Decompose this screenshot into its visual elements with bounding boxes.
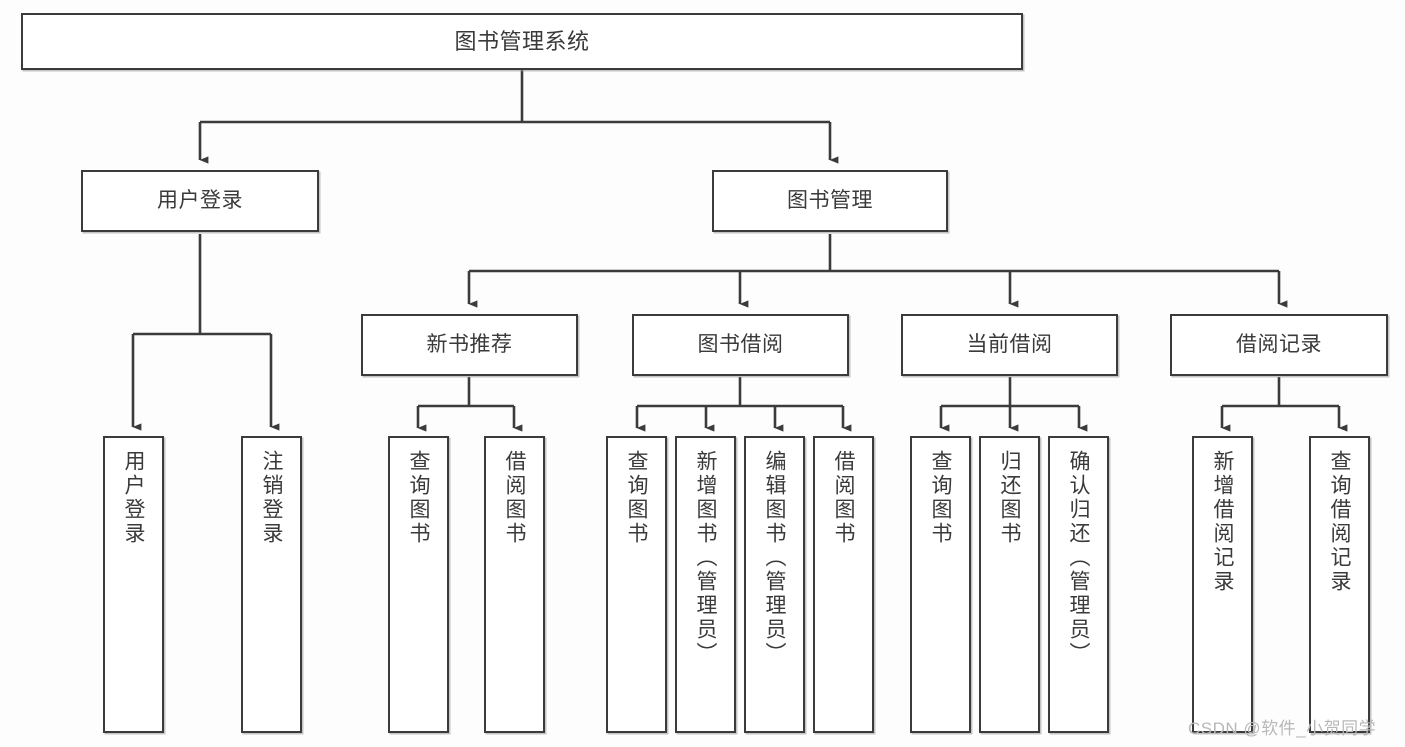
node-label: 编辑图书（管理员） <box>763 450 786 666</box>
leaf-borrow-record-add-record[interactable]: 新增借阅记录 <box>1192 436 1253 733</box>
node-label: 当前借阅 <box>966 332 1053 356</box>
node-label: 借阅记录 <box>1236 332 1322 356</box>
node-borrow-record[interactable]: 借阅记录 <box>1170 314 1388 376</box>
leaf-book-borrow-borrow-book[interactable]: 借阅图书 <box>813 436 874 733</box>
leaf-book-borrow-add-book-admin[interactable]: 新增图书（管理员） <box>675 436 736 733</box>
node-label: 图书借阅 <box>697 332 784 356</box>
watermark: CSDN @软件_小贺同学 <box>1188 719 1377 738</box>
node-user-login[interactable]: 用户登录 <box>81 170 319 232</box>
node-label: 新增借阅记录 <box>1211 450 1234 594</box>
leaf-new-book-query-book[interactable]: 查询图书 <box>388 436 449 733</box>
leaf-current-borrow-query-book[interactable]: 查询图书 <box>910 436 971 733</box>
node-label: 查询图书 <box>929 450 952 546</box>
node-new-book-recommend[interactable]: 新书推荐 <box>361 314 578 376</box>
leaf-borrow-record-query-record[interactable]: 查询借阅记录 <box>1309 436 1370 733</box>
node-label: 借阅图书 <box>832 450 855 546</box>
leaf-book-borrow-edit-book-admin[interactable]: 编辑图书（管理员） <box>744 436 805 733</box>
leaf-new-book-borrow-book[interactable]: 借阅图书 <box>484 436 545 733</box>
node-label: 图书管理系统 <box>454 28 590 54</box>
node-label: 查询图书 <box>625 450 648 546</box>
leaf-user-login-login[interactable]: 用户登录 <box>103 436 164 733</box>
node-label: 用户登录 <box>122 450 145 546</box>
node-label: 查询借阅记录 <box>1328 450 1351 594</box>
node-label: 确认归还（管理员） <box>1067 450 1090 666</box>
node-label: 归还图书 <box>998 450 1021 546</box>
node-label: 查询图书 <box>407 450 430 546</box>
node-book-management[interactable]: 图书管理 <box>712 170 948 232</box>
node-label: 注销登录 <box>260 450 283 546</box>
node-label: 图书管理 <box>787 188 873 212</box>
node-label: 新书推荐 <box>426 332 513 356</box>
leaf-user-login-logout[interactable]: 注销登录 <box>241 436 302 733</box>
leaf-book-borrow-query-book[interactable]: 查询图书 <box>606 436 667 733</box>
node-root-book-management-system[interactable]: 图书管理系统 <box>21 13 1023 70</box>
node-label: 用户登录 <box>157 188 243 212</box>
node-current-borrow[interactable]: 当前借阅 <box>901 314 1118 376</box>
node-label: 新增图书（管理员） <box>694 450 717 666</box>
leaf-current-borrow-return-book[interactable]: 归还图书 <box>979 436 1040 733</box>
node-label: 借阅图书 <box>503 450 526 546</box>
leaf-current-borrow-confirm-return-admin[interactable]: 确认归还（管理员） <box>1048 436 1109 733</box>
node-book-borrow[interactable]: 图书借阅 <box>632 314 849 376</box>
